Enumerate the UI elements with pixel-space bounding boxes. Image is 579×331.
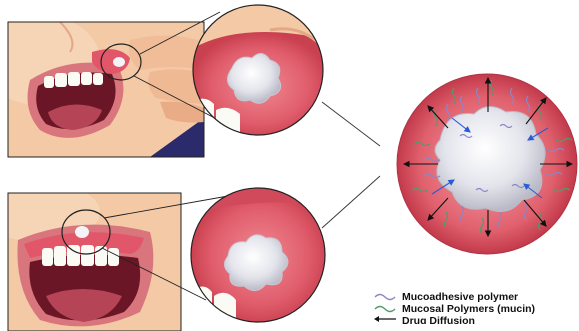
- zoom-circle-bottom: [190, 186, 330, 326]
- legend-label: Drug Diffusion: [402, 315, 475, 324]
- legend-label: Mucosal Polymers (mucin): [402, 303, 535, 315]
- connector-line: [322, 102, 380, 146]
- legend-label: Mucoadhesive polymer: [402, 291, 518, 303]
- zoom-circle-top: [190, 0, 330, 140]
- wave-lavender-icon: [372, 293, 398, 301]
- arrow-left-icon: [372, 315, 398, 323]
- legend-item-mucin: Mucosal Polymers (mucin): [372, 303, 579, 315]
- wave-green-icon: [372, 305, 398, 313]
- face-panel-bottom: [0, 182, 181, 331]
- legend-item-drug-diffusion: Drug Diffusion: [372, 315, 579, 324]
- legend-item-mucoadhesive-polymer: Mucoadhesive polymer: [372, 291, 579, 303]
- legend: Mucoadhesive polymer Mucosal Polymers (m…: [372, 291, 579, 324]
- connector-line: [322, 176, 380, 228]
- mucoadhesion-cross-section: [397, 74, 577, 254]
